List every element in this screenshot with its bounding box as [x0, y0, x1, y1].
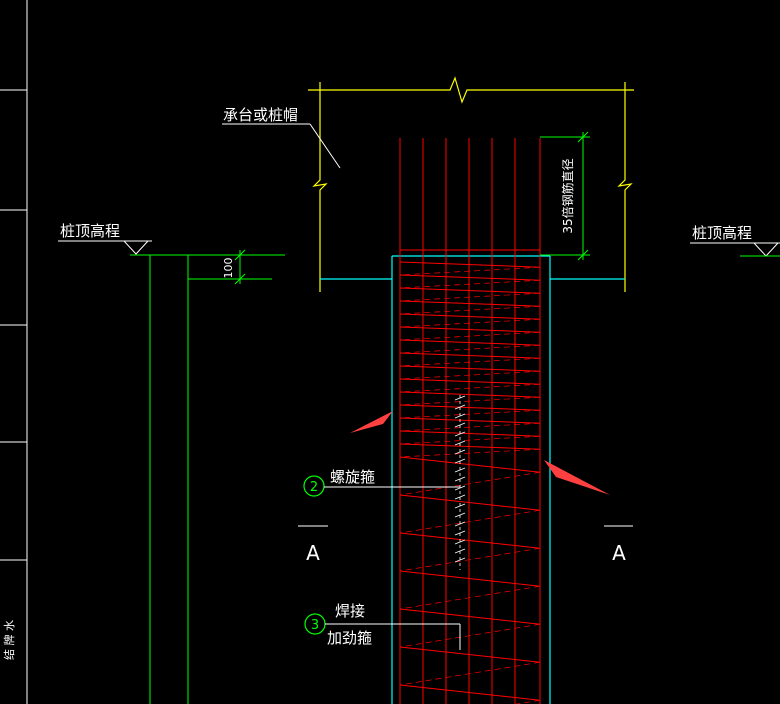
cad-line: [399, 396, 541, 406]
cad-line: [454, 548, 466, 554]
cad-line: [399, 300, 541, 307]
cad-line: [399, 279, 541, 289]
cad-line: [399, 409, 541, 419]
cad-line: [399, 646, 541, 663]
cad-line: [454, 512, 466, 518]
spiral-stirrup: [399, 261, 541, 704]
cad-line: [399, 448, 541, 458]
cad-line: [399, 509, 541, 534]
left-sidebar: [0, 0, 28, 704]
cad-line: [399, 684, 541, 701]
cad-line: [454, 530, 466, 536]
cad-line: [399, 623, 541, 648]
cad-line: [454, 440, 466, 446]
cad-line: [399, 422, 541, 432]
cad-line: [399, 266, 541, 276]
dim-35d: [540, 131, 590, 261]
cad-line: [399, 339, 541, 346]
cad-line: [399, 570, 541, 587]
cad-line: [399, 430, 541, 437]
cad-line: [399, 391, 541, 398]
marker-3-text: 3: [311, 618, 319, 633]
cad-line: [454, 503, 466, 509]
pile-outline: [320, 255, 625, 704]
cad-line: [399, 292, 541, 302]
cad-line: [399, 326, 541, 333]
cad-line: [514, 699, 541, 704]
cad-line: [399, 287, 541, 294]
cad-line: [399, 305, 541, 315]
cad-line: [399, 404, 541, 411]
cad-line: [454, 413, 466, 419]
cad-line: [399, 383, 541, 393]
dim-100-label: 100: [222, 258, 235, 279]
cad-line: [399, 443, 541, 450]
cad-line: [399, 352, 541, 359]
sidebar-text: 结 牌 水: [2, 620, 16, 660]
arrow-left: [350, 411, 393, 433]
cad-line: [399, 585, 541, 610]
cap-label: 承台或桩帽: [223, 106, 298, 124]
cad-line: [454, 521, 466, 527]
cad-line: [399, 494, 541, 511]
cad-line: [399, 331, 541, 341]
cad-line: [454, 467, 466, 473]
cad-line: [454, 494, 466, 500]
cap-leader: [222, 123, 341, 169]
cad-line: [399, 274, 541, 281]
cad-line: [399, 357, 541, 367]
cad-line: [399, 435, 541, 445]
cad-line: [454, 422, 466, 428]
cad-line: [454, 458, 466, 464]
marker-2: 2: [303, 475, 325, 497]
pile-top-right-marker: [690, 242, 780, 257]
cad-line: [399, 471, 541, 496]
cad-line: [399, 378, 541, 385]
cad-line: [454, 557, 466, 563]
cad-line: [399, 261, 541, 268]
section-a-right: A: [612, 541, 626, 565]
cad-line: [399, 532, 541, 549]
pile-cap-outline: [308, 76, 634, 292]
cad-line: [454, 539, 466, 545]
cad-line: [399, 318, 541, 328]
marker-2-text: 2: [310, 480, 318, 495]
cad-line: [454, 476, 466, 482]
cad-line: [399, 417, 541, 424]
cad-line: [454, 395, 466, 401]
weld-label-line1: 焊接: [335, 602, 365, 620]
cad-line: [399, 313, 541, 320]
weld-leader: [325, 623, 461, 650]
cad-line: [399, 661, 541, 686]
cad-line: [454, 449, 466, 455]
cad-line: [399, 344, 541, 354]
cad-line: [399, 370, 541, 380]
cad-line: [454, 404, 466, 410]
cad-line: [454, 431, 466, 437]
pile-top-left-marker: [58, 240, 152, 255]
section-a-left: A: [306, 541, 320, 565]
pile-top-left-label: 桩顶高程: [60, 222, 120, 240]
pile-top-right-label: 桩顶高程: [692, 224, 752, 242]
weld-label-line2: 加劲箍: [327, 629, 372, 647]
cad-line: [399, 608, 541, 625]
spiral-label: 螺旋箍: [330, 468, 375, 486]
marker-3: 3: [304, 613, 326, 635]
dim-35d-label: 35倍钢筋直径: [560, 158, 575, 233]
cad-line: [454, 485, 466, 491]
cad-line: [399, 456, 541, 473]
cad-line: [399, 547, 541, 572]
cad-line: [399, 365, 541, 372]
arrow-right: [544, 460, 610, 495]
left-pile-lines: [130, 249, 285, 704]
weld-marks: [454, 395, 466, 570]
